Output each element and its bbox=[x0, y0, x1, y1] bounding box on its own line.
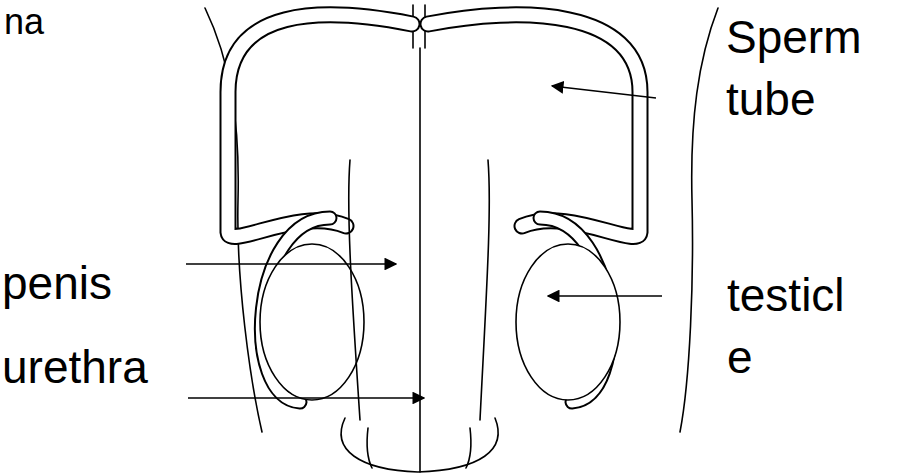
testicle-outline bbox=[260, 244, 620, 400]
part-label: urethra bbox=[2, 336, 148, 398]
penis-outline bbox=[341, 160, 498, 472]
sperm-tube bbox=[228, 15, 640, 402]
part-label: Sperm tube bbox=[726, 6, 861, 130]
part-label: testicl e bbox=[727, 264, 845, 388]
leader-line bbox=[186, 86, 662, 398]
body-outline bbox=[205, 5, 718, 472]
cut-off-text: na bbox=[4, 0, 44, 44]
part-label: penis bbox=[2, 252, 112, 314]
